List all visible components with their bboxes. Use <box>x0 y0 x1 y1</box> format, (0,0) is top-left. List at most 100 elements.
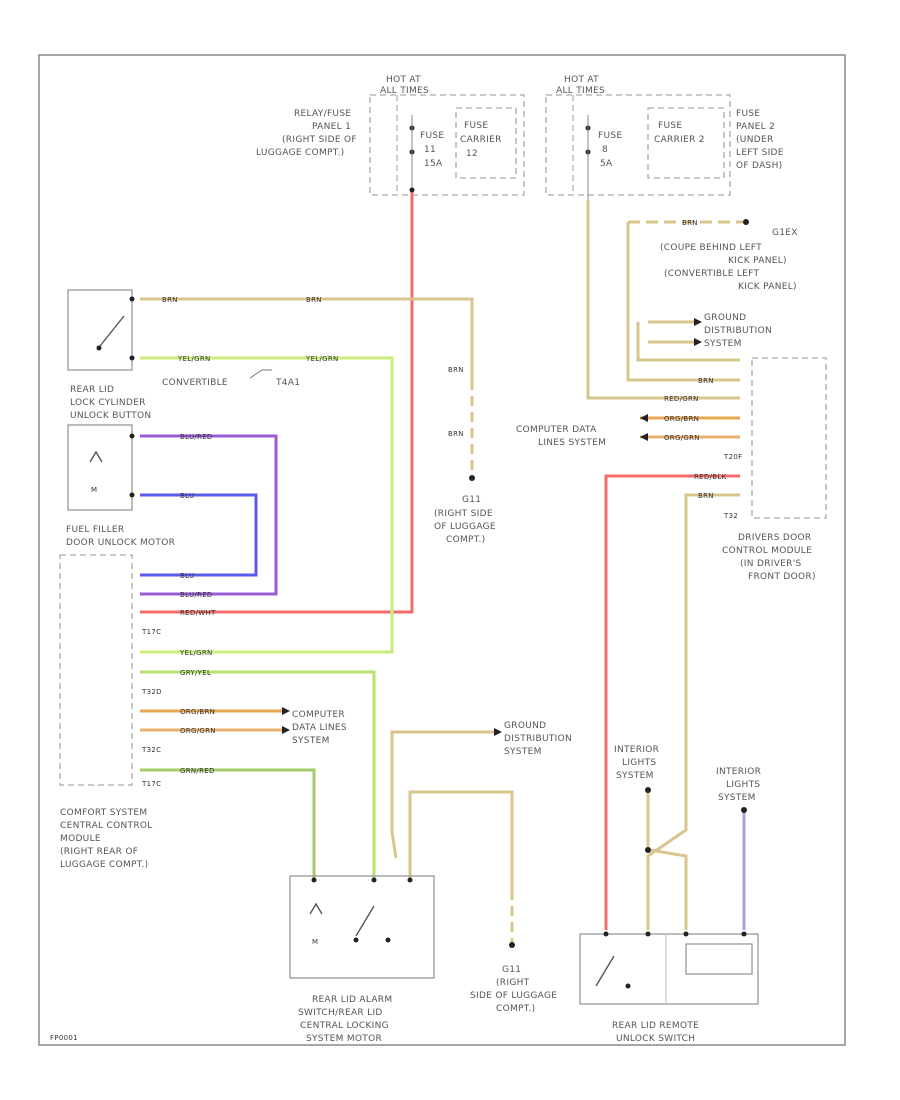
front-fuse-label-1: FUSE <box>598 131 622 141</box>
rear-panel-loc-4: LUGGAGE COMPT.) <box>256 148 344 158</box>
wire-label-brn-r3: BRN <box>682 219 698 227</box>
wire-label-gryyel: GRY/YEL <box>180 669 211 677</box>
ground-g1ex: G1EX (COUPE BEHIND LEFT KICK PANEL) (CON… <box>660 219 798 292</box>
door-label-3: (IN DRIVER'S <box>740 559 801 569</box>
front-panel-loc-3: (UNDER <box>736 135 774 145</box>
wire-yel-grn <box>140 356 394 654</box>
convertible-label: CONVERTIBLE <box>162 378 228 388</box>
wire-red-grn <box>586 200 740 400</box>
interior-lights-2: INTERIOR LIGHTS SYSTEM <box>716 767 761 813</box>
wire-label-redwht: RED/WHT <box>180 609 216 617</box>
g1ex-l2: KICK PANEL) <box>728 256 787 266</box>
gd-mid-2: DISTRIBUTION <box>504 734 572 744</box>
ground-distribution-mid: GROUND DISTRIBUTION SYSTEM <box>494 721 572 757</box>
comfort-conn3: T32C <box>141 746 161 754</box>
rear-carrier-1: FUSE <box>464 121 488 131</box>
comfort-label-4: (RIGHT REAR OF <box>60 847 138 857</box>
g1ex-l1: (COUPE BEHIND LEFT <box>660 243 762 253</box>
wire-label-redblk: RED/BLK <box>694 473 727 481</box>
remote-switch-label-2: UNLOCK SWITCH <box>616 1034 695 1044</box>
interior-lights-1: INTERIOR LIGHTS SYSTEM <box>614 745 659 853</box>
g1ex-name: G1EX <box>772 228 798 238</box>
wire-label-orggrn-r: ORG/GRN <box>664 434 700 442</box>
rear-carrier-3: 12 <box>466 149 478 159</box>
int-lights-1-2: LIGHTS <box>622 758 656 768</box>
wire-label-orgbrn-r: ORG/BRN <box>664 415 699 423</box>
comp-data-right-2: LINES SYSTEM <box>538 438 606 448</box>
diagram-frame <box>38 54 846 1046</box>
wire-label-brn-2: BRN <box>306 296 322 304</box>
door-label-1: DRIVERS DOOR <box>738 533 811 543</box>
int-lights-2-1: INTERIOR <box>716 767 761 777</box>
fuel-filler-label-1: FUEL FILLER <box>66 525 124 535</box>
g11-b-l2: SIDE OF LUGGAGE <box>470 991 557 1001</box>
wire-blu-red <box>140 434 278 596</box>
wire-blu <box>140 493 258 577</box>
front-fuse-label-2: 8 <box>602 145 608 155</box>
gd-top-3: SYSTEM <box>704 339 742 349</box>
comp-data-left-1: COMPUTER <box>292 710 345 720</box>
hot-at-front: HOT AT <box>564 75 599 85</box>
computer-data-right: COMPUTER DATA LINES SYSTEM <box>516 414 648 448</box>
gd-mid-3: SYSTEM <box>504 747 542 757</box>
rear-fuse-label-2: 11 <box>424 145 436 155</box>
wire-brn-alarm1 <box>390 730 496 859</box>
front-carrier-2: CARRIER 2 <box>654 135 705 145</box>
svg-text:M: M <box>312 938 318 946</box>
comfort-conn2: T32D <box>141 688 162 696</box>
comfort-conn1: T17C <box>141 628 161 636</box>
wire-label-orggrn: ORG/GRN <box>180 727 216 735</box>
wire-label-blured: BLU/RED <box>180 433 213 441</box>
remote-switch-label-1: REAR LID REMOTE <box>612 1021 699 1031</box>
wire-label-brn-r2: BRN <box>698 377 714 385</box>
rear-fuse-label-3: 15A <box>424 159 443 169</box>
front-panel-loc-1: FUSE <box>736 109 760 119</box>
wire-label-yelgrn-2: YEL/GRN <box>305 355 339 363</box>
int-lights-1-3: SYSTEM <box>616 771 654 781</box>
rear-lid-alarm-switch: M REAR LID ALARM SWITCH/REAR LID CENTRAL… <box>289 875 435 1044</box>
wire-brn-alarm2 <box>408 790 514 890</box>
wire-label-blu-2: BLU <box>180 572 194 580</box>
wire-label-brn-1: BRN <box>162 296 178 304</box>
g11-a-l3: COMPT.) <box>446 535 485 545</box>
wire-brn-door <box>646 493 740 930</box>
alarm-label-4: SYSTEM MOTOR <box>306 1034 382 1044</box>
rear-fuse-label-1: FUSE <box>420 131 444 141</box>
comp-data-right-1: COMPUTER DATA <box>516 425 597 435</box>
gd-mid-1: GROUND <box>504 721 546 731</box>
wire-brn-gd1 <box>636 322 740 362</box>
wire-grn-red <box>140 768 316 880</box>
lock-cylinder-label-1: REAR LID <box>70 385 114 395</box>
int-lights-1-1: INTERIOR <box>614 745 659 755</box>
comfort-label-1: COMFORT SYSTEM <box>60 808 147 818</box>
wire-brn-g1ex <box>626 222 740 382</box>
g11-b-l1: (RIGHT <box>496 978 530 988</box>
alarm-label-2: SWITCH/REAR LID <box>298 1008 383 1018</box>
wire-label-brn-r: BRN <box>698 492 714 500</box>
rear-panel-loc-2: PANEL 1 <box>312 122 351 132</box>
front-panel-loc-4: LEFT SIDE <box>736 148 784 158</box>
g11-a-name: G11 <box>462 495 481 505</box>
comfort-label-5: LUGGAGE COMPT.) <box>60 860 148 870</box>
wire-red-blk <box>604 474 740 930</box>
rear-panel-loc-3: (RIGHT SIDE OF <box>282 135 357 145</box>
int-lights-2-3: SYSTEM <box>718 793 756 803</box>
wire-gry-yel <box>140 670 376 880</box>
fuse-panel-rear: HOT AT ALL TIMES RELAY/FUSE PANEL 1 (RIG… <box>256 75 525 196</box>
comfort-control-module: T17C T32D T32C T17C COMFORT SYSTEM CENTR… <box>59 554 216 870</box>
front-panel-loc-2: PANEL 2 <box>736 122 775 132</box>
g1ex-l4: KICK PANEL) <box>738 282 797 292</box>
lock-cylinder-label-3: UNLOCK BUTTON <box>70 411 151 421</box>
wire-label-yelgrn-3: YEL/GRN <box>179 649 213 657</box>
comfort-label-3: MODULE <box>60 834 101 844</box>
wire-red-wht <box>140 190 414 614</box>
wire-label-blured-2: BLU/RED <box>180 591 213 599</box>
rear-lid-lock-cylinder: REAR LID LOCK CYLINDER UNLOCK BUTTON CON… <box>67 289 464 438</box>
g11-a-l1: (RIGHT SIDE <box>434 509 493 519</box>
alarm-label-1: REAR LID ALARM <box>312 995 392 1005</box>
fuel-filler-motor: M FUEL FILLER DOOR UNLOCK MOTOR BLU/RED … <box>66 424 213 548</box>
g11-b-name: G11 <box>502 965 521 975</box>
wire-label-redgrn: RED/GRN <box>664 395 699 403</box>
comfort-label-2: CENTRAL CONTROL <box>60 821 153 831</box>
